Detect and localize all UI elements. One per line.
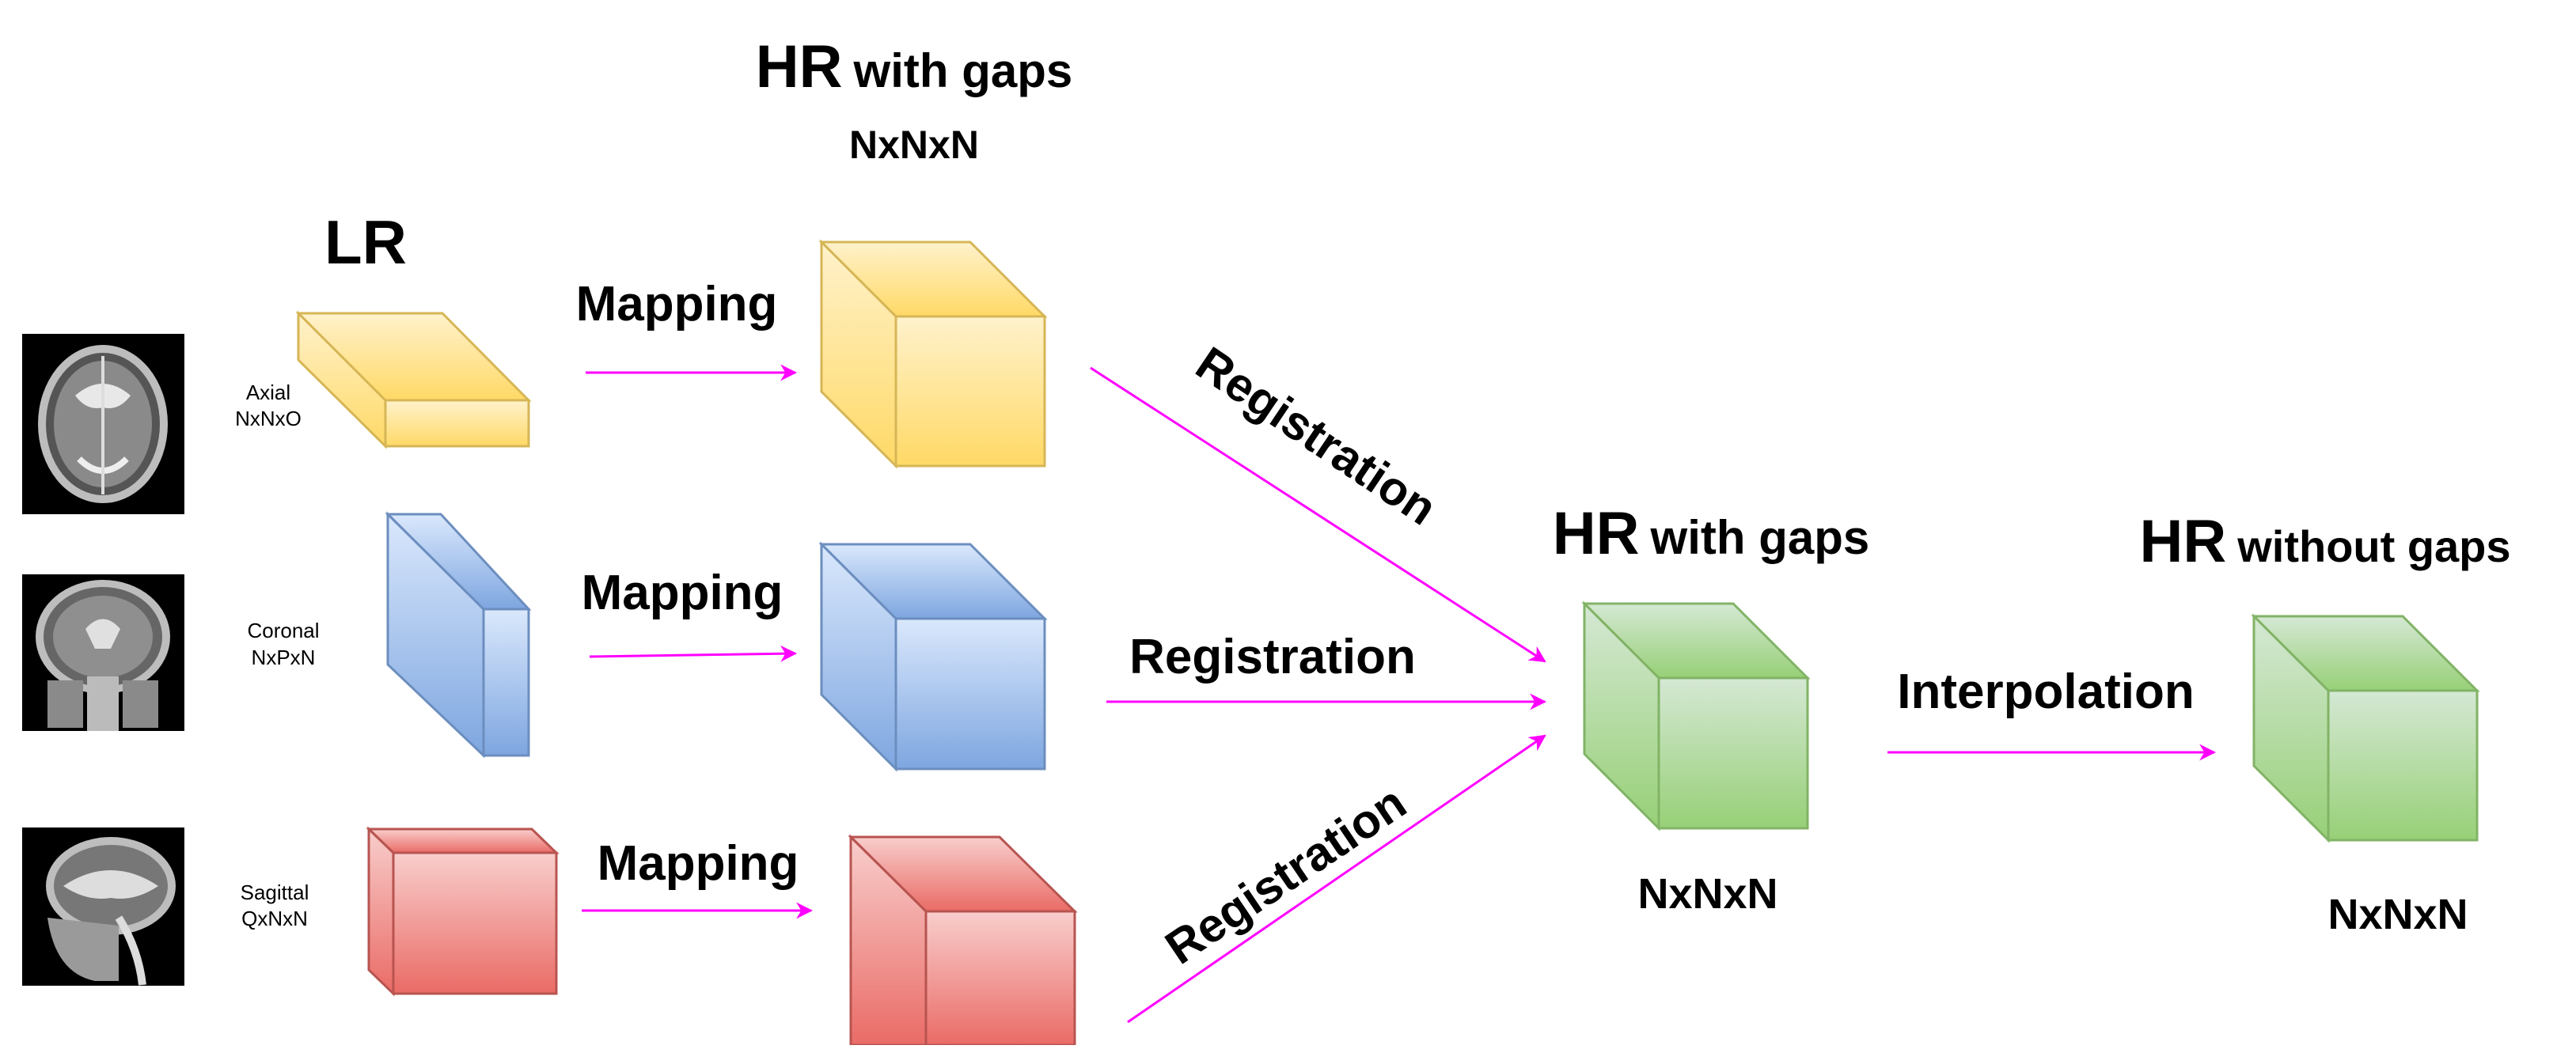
hr-final-title-big: HR (2139, 508, 2226, 575)
axial-view-dim: NxNxO (235, 407, 302, 430)
lr-title: LR (324, 207, 407, 277)
coronal-lr-volume (385, 511, 532, 759)
mapping-arrow-coronal (589, 645, 798, 662)
coronal-view-name: Coronal (247, 619, 319, 642)
registration-arrow-axial (1090, 366, 1546, 663)
registration-label-sagittal: Registration (1156, 775, 1416, 974)
sagittal-lr-volume (366, 826, 560, 997)
hr-final-title-small: without gaps (2236, 521, 2510, 571)
final-hr-volume (2251, 613, 2480, 843)
sagittal-view-name: Sagittal (241, 880, 309, 904)
hr-gaps-mid-title-small: with gaps (1650, 511, 1870, 564)
sagittal-mri-thumbnail (22, 827, 184, 986)
mapping-label-coronal: Mapping (582, 566, 783, 620)
registration-label-axial: Registration (1187, 336, 1447, 535)
hr-gaps-top-title-big: HR (756, 33, 843, 100)
mapping-label-sagittal: Mapping (598, 836, 799, 891)
registration-label-coronal: Registration (1129, 630, 1416, 684)
hr-gaps-mid-title-big: HR (1553, 500, 1640, 567)
coronal-mri-thumbnail (22, 574, 184, 731)
coronal-view-dim: NxPxN (252, 646, 316, 669)
hr-gaps-top-dim: NxNxN (849, 123, 979, 167)
coronal-hr-volume (818, 541, 1048, 772)
sagittal-hr-volume (848, 834, 1078, 1047)
registered-hr-volume (1581, 600, 1811, 831)
mapping-label-axial: Mapping (576, 277, 778, 331)
axial-mri-thumbnail (22, 334, 184, 514)
hr-final-dim: NxNxN (2328, 891, 2468, 938)
axial-hr-volume (818, 239, 1048, 469)
interpolation-label: Interpolation (1897, 665, 2194, 719)
hr-gaps-mid-dim: NxNxN (1637, 870, 1777, 918)
sagittal-view-dim: QxNxN (241, 907, 308, 930)
axial-lr-volume (295, 310, 532, 449)
axial-view-name: Axial (246, 381, 290, 404)
registration-arrow-sagittal (1127, 734, 1546, 1024)
hr-gaps-top-title-small: with gaps (853, 44, 1073, 97)
